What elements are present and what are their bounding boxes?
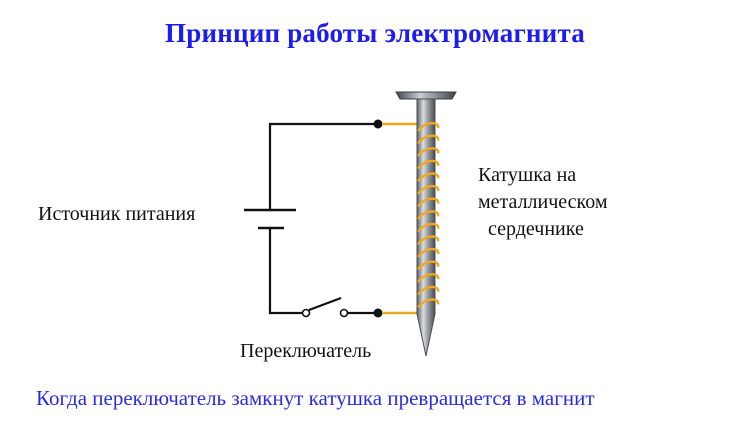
switch-icon [301,308,349,318]
coil-turn [417,159,440,170]
coil-turn [417,197,440,208]
coil-turn [417,285,440,296]
coil-turn [417,147,440,157]
coil-turn [417,121,440,132]
coil-turn [417,235,440,246]
switch-label: Переключатель [240,340,372,362]
coil-turn [417,134,440,145]
coil-label-line1: Катушка на [478,164,577,186]
coil-windings [417,121,440,309]
coil-turn [417,247,440,258]
coil-turn [417,260,440,271]
terminal-dot-top [373,119,383,129]
coil-turn [417,222,440,233]
circuit-wire [268,122,378,315]
coil-turn [417,172,440,183]
coil-turn [417,184,440,195]
coil-turn [417,273,440,283]
coil-turn [417,298,440,309]
diagram-caption: Когда переключатель замкнут катушка прев… [36,386,595,410]
coil-label-line3: сердечнике [488,218,584,240]
coil-leads [382,122,418,315]
power-source-label: Источник питания [38,203,196,225]
coil-label: Катушка на металлическом сердечнике [478,162,608,243]
coil-turn [417,210,440,220]
battery-icon [244,208,296,230]
terminal-dot-bottom [373,308,383,318]
diagram-title: Принцип работы электромагнита [165,18,585,48]
coil-label-line2: металлическом [478,191,608,213]
